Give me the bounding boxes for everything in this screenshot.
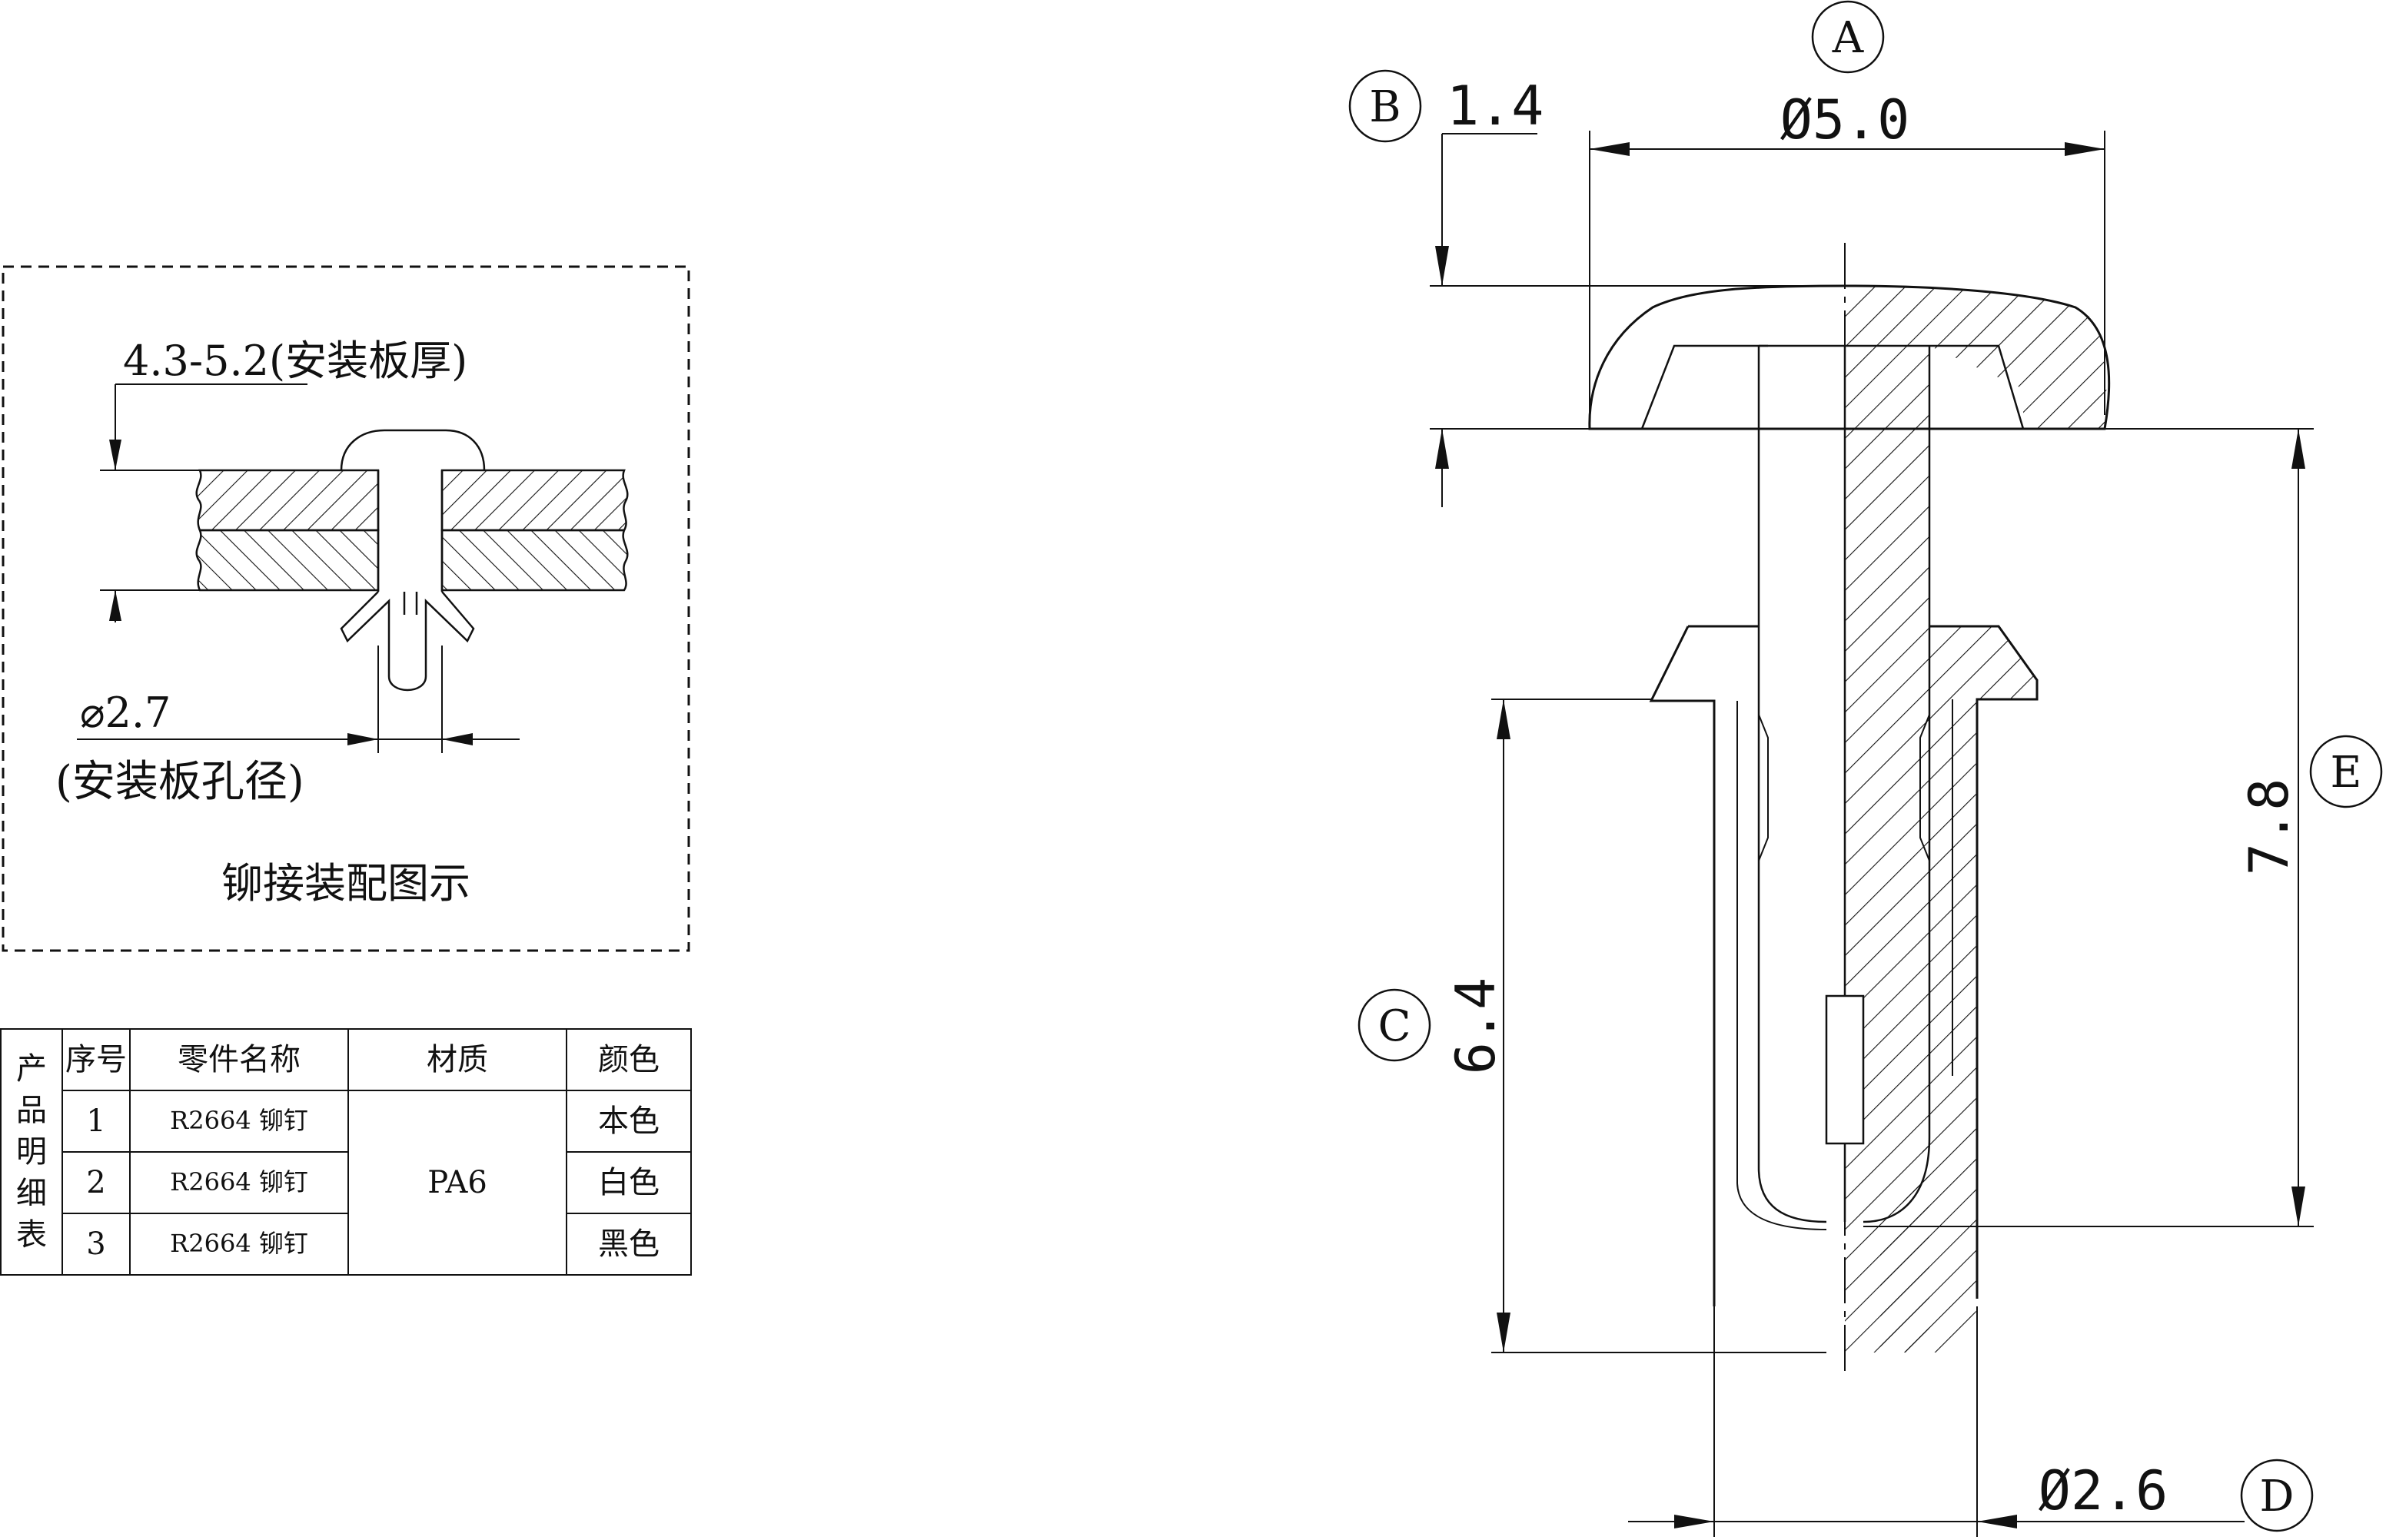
row-color: 黑色 xyxy=(566,1213,692,1276)
parts-table: 产 品 明 细 表 序号 零件名称 材质 颜色 1 R2664 铆钉 PA6 本… xyxy=(0,1028,692,1276)
assembled-rivet-head xyxy=(340,429,486,471)
assembled-rivet-legs xyxy=(340,591,475,692)
part-view: Ø5.0 A 1.4 B 6.4 C 7.8 E xyxy=(1348,0,2383,1537)
header-name: 零件名称 xyxy=(129,1028,349,1091)
row-index: 3 xyxy=(61,1213,131,1276)
lower-panel-left xyxy=(195,529,380,592)
table-row: 3 R2664 铆钉 黑色 xyxy=(1,1213,692,1276)
dim-overall-length: 7.8 xyxy=(2238,778,2301,875)
section-hatch-leg xyxy=(1880,626,2037,1352)
row-name: R2664 铆钉 xyxy=(129,1213,349,1276)
header-material: 材质 xyxy=(347,1028,567,1091)
row-name: R2664 铆钉 xyxy=(129,1090,349,1153)
table-title: 产 品 明 细 表 xyxy=(0,1028,63,1276)
panel-thickness-label: 4.3-5.2(安装板厚) xyxy=(123,337,467,385)
assembly-view: 4.3-5.2(安装板厚) ⌀2.7 (安装板孔径) 铆接装配图示 xyxy=(2,265,690,952)
callout-c: C xyxy=(1378,1001,1411,1051)
assembly-caption: 铆接装配图示 xyxy=(221,859,470,908)
table-row: 1 R2664 铆钉 PA6 本色 xyxy=(1,1090,692,1276)
callout-e-circle xyxy=(2309,735,2383,808)
row-name: R2664 铆钉 xyxy=(129,1151,349,1214)
callout-c-circle xyxy=(1357,988,1431,1062)
dim-shank-diameter: Ø2.6 xyxy=(2039,1459,2168,1522)
row-color: 本色 xyxy=(566,1090,692,1153)
callout-d: D xyxy=(2260,1472,2295,1522)
hole-diameter-note: (安装板孔径) xyxy=(55,757,304,807)
section-hatch-head xyxy=(1845,286,2107,553)
lower-panel-right xyxy=(440,529,629,592)
callout-a-circle xyxy=(1811,0,1885,74)
rivet-body-left xyxy=(1651,626,1759,1306)
hole-diameter-label: ⌀2.7 xyxy=(80,689,171,737)
row-index: 1 xyxy=(61,1090,131,1153)
callout-b-circle xyxy=(1348,69,1422,143)
dim-head-height: 1.4 xyxy=(1447,75,1544,138)
row-index: 2 xyxy=(61,1151,131,1214)
header-index: 序号 xyxy=(61,1028,131,1091)
table-row: 2 R2664 铆钉 白色 xyxy=(1,1151,692,1214)
upper-panel-left xyxy=(195,469,380,532)
header-color: 颜色 xyxy=(566,1028,692,1091)
dim-body-length: 6.4 xyxy=(1444,977,1507,1074)
upper-panel-right xyxy=(440,469,629,532)
callout-a: A xyxy=(1832,13,1864,63)
callout-d-circle xyxy=(2240,1459,2314,1532)
table-header-row: 产 品 明 细 表 序号 零件名称 材质 颜色 xyxy=(0,1028,692,1276)
assembly-frame xyxy=(2,265,690,952)
rivet-head-outline xyxy=(1588,284,2111,430)
material-cell: PA6 xyxy=(347,1090,567,1276)
dim-head-diameter: Ø5.0 xyxy=(1780,88,1910,151)
callout-b: B xyxy=(1369,82,1401,132)
callout-e: E xyxy=(2331,748,2362,798)
row-color: 白色 xyxy=(566,1151,692,1214)
